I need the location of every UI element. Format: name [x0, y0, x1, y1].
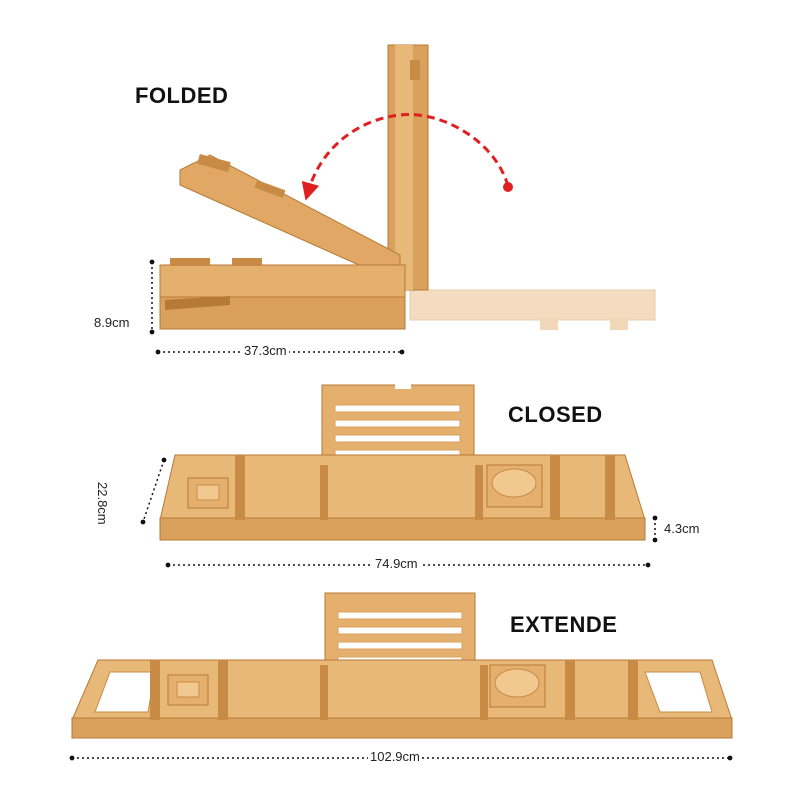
closed-length-dimension: 74.9cm — [373, 556, 420, 571]
extended-label: EXTENDE — [510, 612, 618, 637]
extended-caddy — [69, 592, 733, 761]
closed-caddy — [140, 383, 658, 568]
closed-thickness-dimension: 4.3cm — [662, 521, 702, 536]
folded-label: FOLDED — [135, 83, 229, 108]
closed-label: CLOSED — [508, 402, 603, 427]
folded-length-dimension: 37.3cm — [242, 343, 289, 358]
extended-length-dimension: 102.9cm — [368, 749, 422, 764]
closed-depth-dimension: 22.8cm — [95, 482, 110, 525]
folded-caddy — [149, 44, 656, 355]
folded-height-dimension: 8.9cm — [92, 315, 132, 330]
